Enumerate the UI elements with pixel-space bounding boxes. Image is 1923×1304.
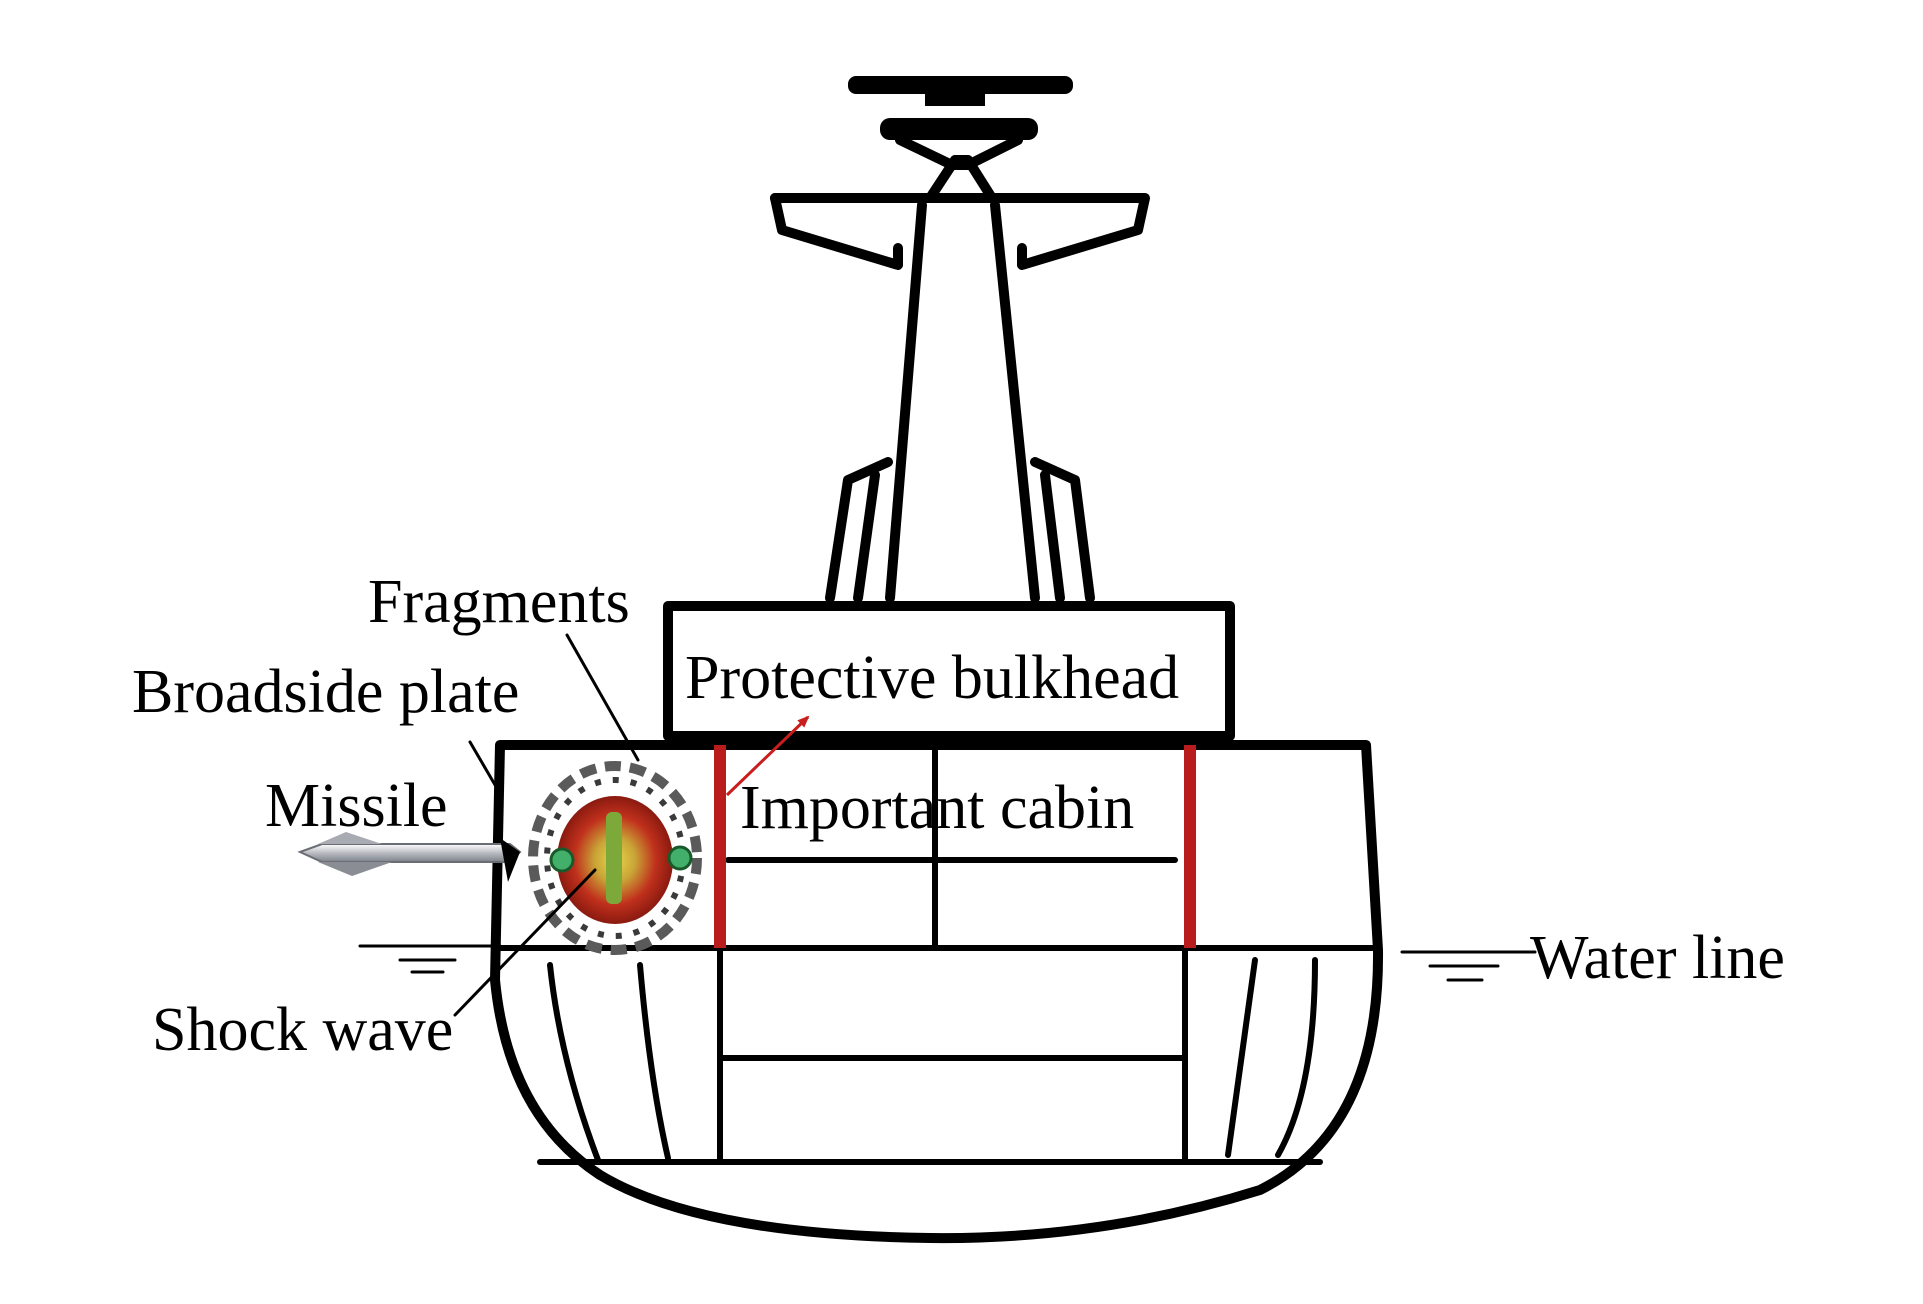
mast-left-outer	[885, 200, 927, 603]
mast-top-plate	[848, 76, 1073, 94]
label-missile: Missile	[265, 772, 448, 840]
mast-yardarm-left	[770, 193, 903, 270]
frame-left-1	[547, 962, 601, 1163]
leader-protective-bulkhead	[725, 715, 810, 797]
leader-shock-wave	[453, 868, 597, 1017]
label-fragments: Fragments	[368, 568, 630, 636]
shock-node-left	[549, 847, 575, 873]
mast-right-leg-inner	[1040, 470, 1065, 603]
leader-fragments	[565, 633, 640, 762]
label-important-cabin: Important cabin	[740, 774, 1134, 842]
missile-fin	[318, 862, 392, 876]
fragment-cloud	[528, 761, 702, 955]
missile-fin-top	[318, 832, 382, 844]
missile	[297, 832, 522, 882]
frame-right-1	[1225, 957, 1258, 1158]
missile-tip	[500, 838, 520, 882]
frame-right-2	[1275, 957, 1318, 1158]
mast-right-leg	[1030, 457, 1095, 603]
shock-wave-center	[606, 812, 622, 904]
shock-node-right	[667, 845, 693, 871]
ship-hull	[490, 740, 1384, 1244]
frame-left-2	[637, 962, 671, 1161]
mast	[770, 76, 1150, 603]
mast-radar-plate	[880, 118, 1038, 140]
leader-broadside-plate	[468, 740, 500, 792]
mast-top-stem	[925, 94, 985, 106]
superstructure	[663, 601, 1235, 741]
mast-right-outer	[990, 200, 1040, 603]
explosion	[528, 761, 702, 955]
water-line	[358, 944, 1537, 982]
label-water-line: Water line	[1530, 924, 1785, 992]
mast-apex	[925, 155, 997, 203]
missile-body	[297, 843, 522, 863]
mast-left-leg	[825, 457, 893, 603]
mast-yardarm-right	[770, 193, 1150, 270]
mast-left-leg-inner	[853, 470, 880, 603]
label-broadside-plate: Broadside plate	[132, 658, 519, 726]
leader-lines	[453, 633, 810, 1017]
label-shock-wave: Shock wave	[152, 996, 453, 1064]
label-protective-bulkhead: Protective bulkhead	[685, 644, 1179, 712]
